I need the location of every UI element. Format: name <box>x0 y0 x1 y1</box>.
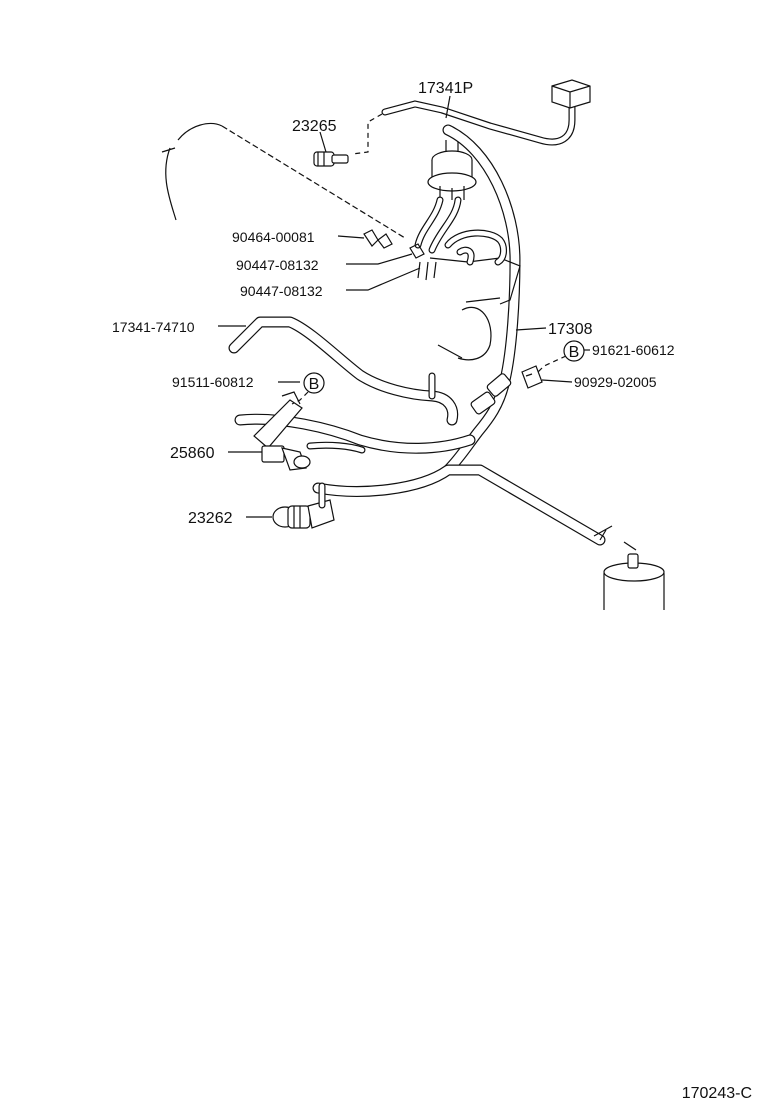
ref-b-leader-1 <box>291 391 309 405</box>
diagram-id: 170243-C <box>682 1085 752 1102</box>
ref-b-leader-2 <box>535 355 567 375</box>
ref-circle-b-1: B <box>303 372 325 394</box>
upper-left-pipe <box>161 122 406 239</box>
ref-circle-b-2: B <box>563 340 585 362</box>
label-90447-08132-a[interactable]: 90447-08132 <box>236 257 319 273</box>
charcoal-canister <box>603 541 665 610</box>
label-17341-74710[interactable]: 17341-74710 <box>112 319 195 335</box>
ref-b-label-1: B <box>309 376 320 393</box>
ref-b-label-2: B <box>569 344 580 361</box>
part-25860-vsv <box>253 391 311 471</box>
engine-body <box>429 257 521 361</box>
label-17341p[interactable]: 17341P <box>418 80 473 97</box>
label-23265[interactable]: 23265 <box>292 118 337 135</box>
part-23265-fitting <box>313 151 349 167</box>
leader-lines <box>218 95 590 518</box>
label-25860[interactable]: 25860 <box>170 445 215 462</box>
hose-17341p <box>351 100 576 155</box>
connector-block <box>551 79 591 109</box>
hose-17341-74710 <box>228 316 459 426</box>
label-90464-00081[interactable]: 90464-00081 <box>232 229 315 245</box>
hose-clips <box>363 229 437 281</box>
hose-sleeves <box>470 373 512 415</box>
label-90929-02005[interactable]: 90929-02005 <box>574 374 657 390</box>
label-90447-08132-b[interactable]: 90447-08132 <box>240 283 323 299</box>
part-23262-sensor <box>272 482 335 529</box>
part-90929-02005-bracket <box>521 365 543 389</box>
label-23262[interactable]: 23262 <box>188 510 233 527</box>
label-17308[interactable]: 17308 <box>548 321 593 338</box>
vsv-hoses <box>414 196 507 266</box>
label-91511-60812[interactable]: 91511-60812 <box>172 374 254 390</box>
label-91621-60612[interactable]: 91621-60612 <box>592 342 675 358</box>
